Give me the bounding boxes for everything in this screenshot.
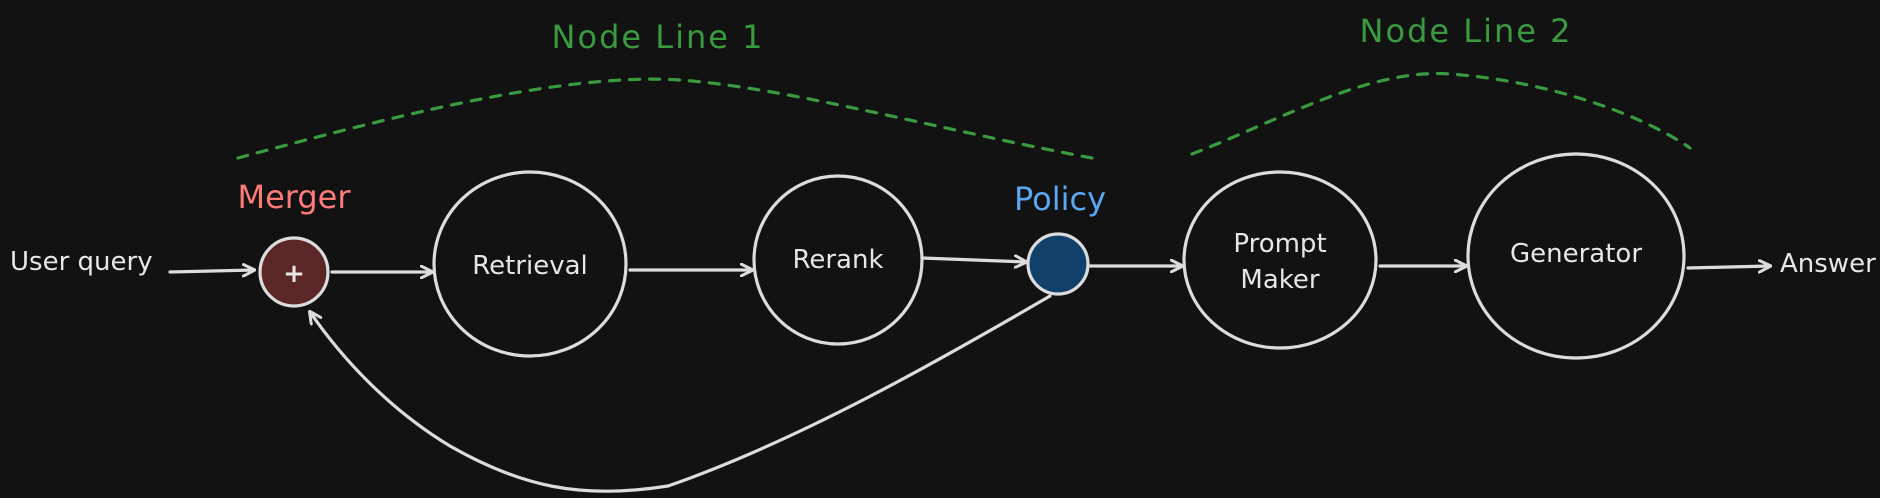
merger-node [258, 236, 330, 308]
retrieval-label: Retrieval [472, 251, 588, 281]
node-line-2-bracket [1190, 71, 1692, 156]
prompt-maker-label-line2: Maker [1240, 265, 1319, 295]
edge-query-to-merger [168, 270, 254, 272]
edge-policy-loop-back [310, 294, 1052, 493]
policy-label: Policy [1014, 180, 1106, 218]
node-line-2-label: Node Line 2 [1360, 12, 1573, 50]
policy-node [1026, 232, 1090, 296]
merger-label: Merger [237, 178, 351, 216]
generator-node [1466, 152, 1686, 360]
answer-label: Answer [1780, 249, 1876, 279]
prompt-maker-label-line1: Prompt [1233, 229, 1326, 259]
prompt-maker-node [1182, 170, 1378, 350]
edge-rerank-to-policy [920, 258, 1026, 262]
node-line-1-bracket [236, 77, 1094, 160]
retrieval-node [432, 170, 628, 358]
node-line-1-label: Node Line 1 [552, 18, 765, 56]
rerank-label: Rerank [792, 245, 883, 275]
user-query-label: User query [10, 247, 153, 277]
rerank-node [752, 174, 924, 346]
merger-plus-icon: + [283, 259, 305, 289]
generator-label: Generator [1510, 239, 1642, 269]
edge-generator-to-answer [1686, 266, 1770, 268]
